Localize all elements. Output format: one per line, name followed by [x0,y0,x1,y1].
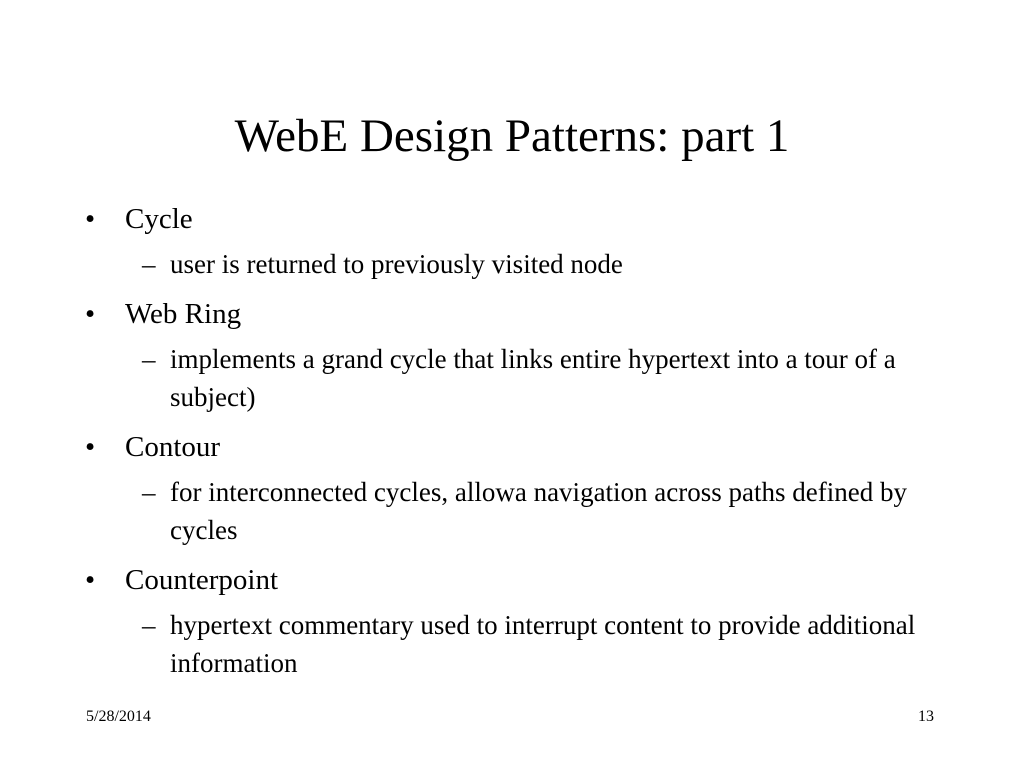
dash-marker: – [142,249,156,279]
sub-bullet-item: – implements a grand cycle that links en… [0,340,1024,416]
bullet-text: Web Ring [125,298,242,330]
bullet-marker: • [85,203,96,235]
slide-number: 13 [918,708,934,725]
dash-marker: – [142,477,156,507]
sub-bullet-text: user is returned to previously visited n… [170,249,623,279]
bullet-marker: • [85,298,96,330]
bullet-list: • Cycle – user is returned to previously… [0,200,1024,682]
sub-bullet-item: – hypertext commentary used to interrupt… [0,606,1024,682]
bullet-text: Cycle [125,203,193,235]
sub-bullet-item: – for interconnected cycles, allowa navi… [0,473,1024,549]
dash-marker: – [142,610,156,640]
sub-bullet-text: implements a grand cycle that links enti… [170,344,896,412]
bullet-item: • Cycle [0,200,1024,238]
slide-title: WebE Design Patterns: part 1 [234,110,790,162]
bullet-item: • Counterpoint [0,561,1024,599]
bullet-marker: • [85,564,96,596]
sub-bullet-text: hypertext commentary used to interrupt c… [170,610,916,678]
bullet-item: • Web Ring [0,295,1024,333]
bullet-item: • Contour [0,428,1024,466]
dash-marker: – [142,344,156,374]
bullet-text: Counterpoint [125,564,279,596]
sub-bullet-item: – user is returned to previously visited… [0,245,1024,283]
footer-date: 5/28/2014 [86,708,151,725]
sub-bullet-text: for interconnected cycles, allowa naviga… [170,477,907,545]
bullet-marker: • [85,431,96,463]
bullet-text: Contour [125,431,221,463]
